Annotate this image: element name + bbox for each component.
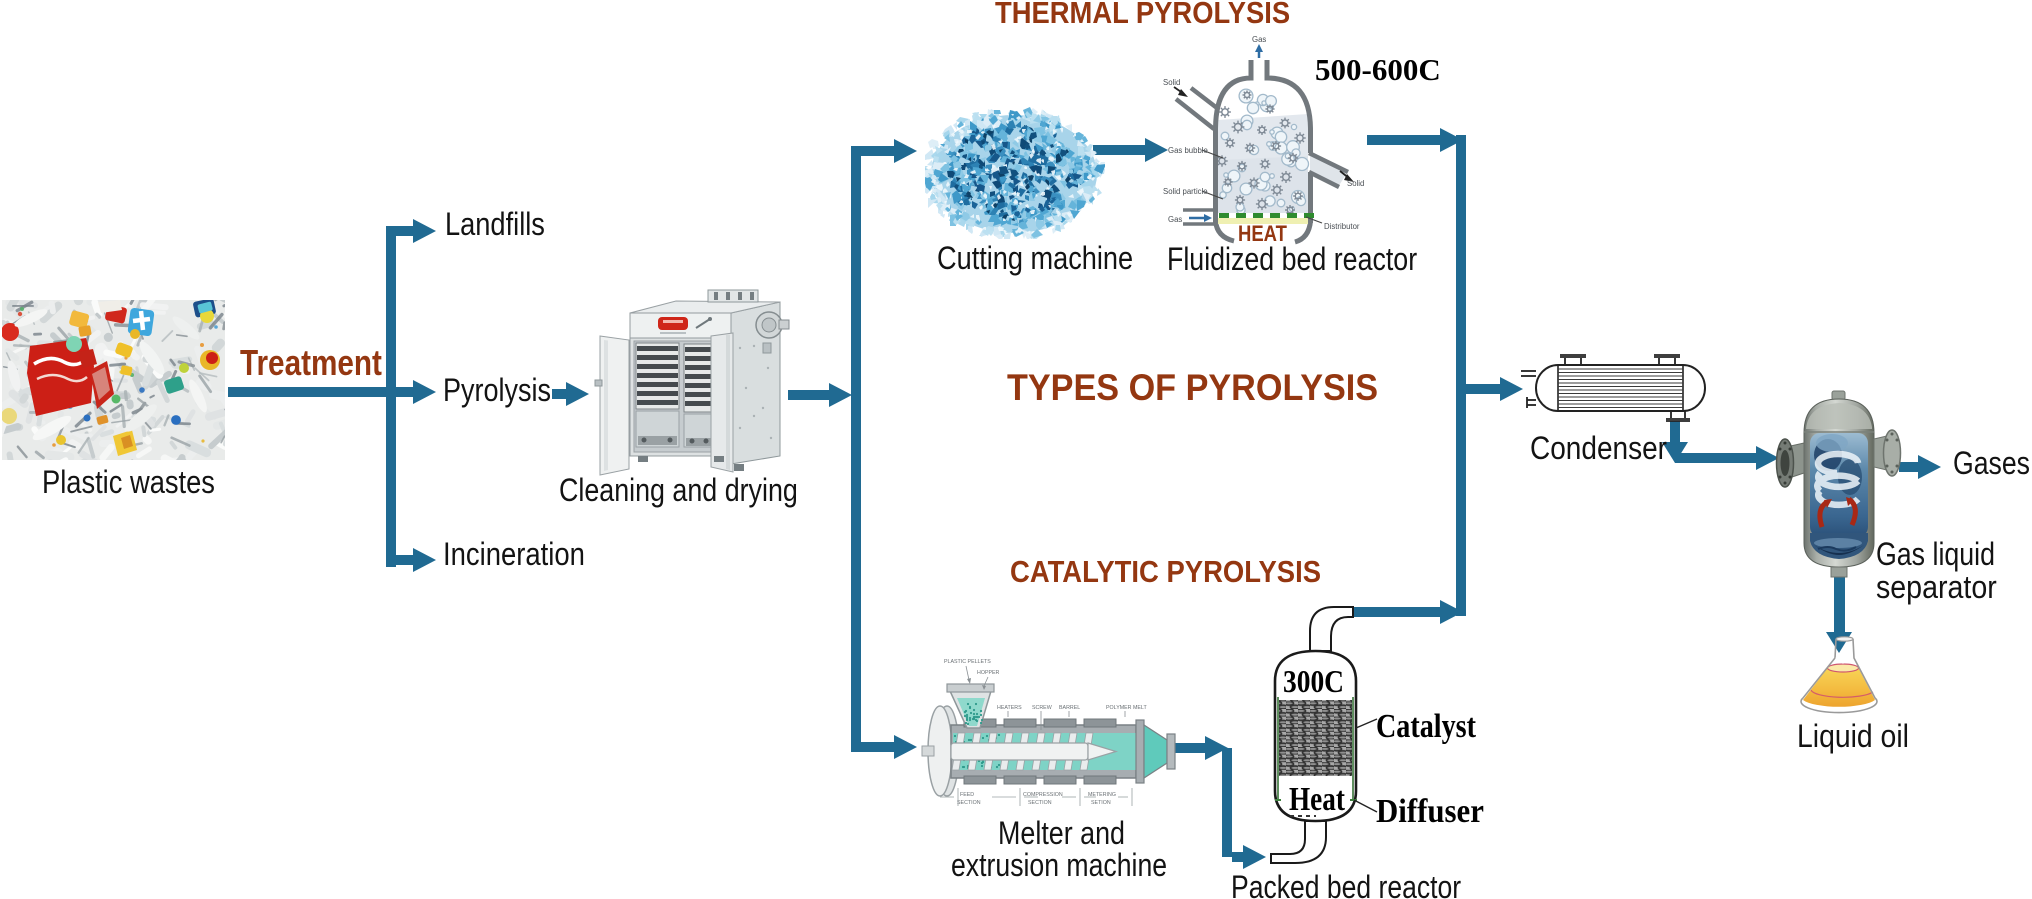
svg-text:SECTION: SECTION <box>1028 800 1052 806</box>
svg-text:Distributor: Distributor <box>1324 222 1360 231</box>
svg-text:HOPPER: HOPPER <box>977 670 1000 676</box>
svg-text:BARREL: BARREL <box>1059 705 1080 711</box>
svg-text:Solid: Solid <box>1347 179 1364 188</box>
svg-text:Solid particle: Solid particle <box>1163 187 1208 196</box>
svg-text:Gas bubble: Gas bubble <box>1168 146 1208 155</box>
svg-text:Solid: Solid <box>1163 78 1180 87</box>
svg-text:COMPRESSION: COMPRESSION <box>1023 792 1063 798</box>
svg-text:POLYMER MELT: POLYMER MELT <box>1106 705 1147 711</box>
svg-text:FEED: FEED <box>960 792 974 798</box>
svg-text:SECTION: SECTION <box>957 800 981 806</box>
svg-text:METERING: METERING <box>1088 792 1116 798</box>
svg-text:Gas: Gas <box>1252 35 1266 44</box>
svg-text:SCREW: SCREW <box>1032 705 1052 711</box>
svg-text:Gas: Gas <box>1168 215 1182 224</box>
svg-text:SETION: SETION <box>1091 800 1111 806</box>
svg-text:PLASTIC PELLETS: PLASTIC PELLETS <box>944 659 991 665</box>
svg-text:HEATERS: HEATERS <box>997 705 1022 711</box>
